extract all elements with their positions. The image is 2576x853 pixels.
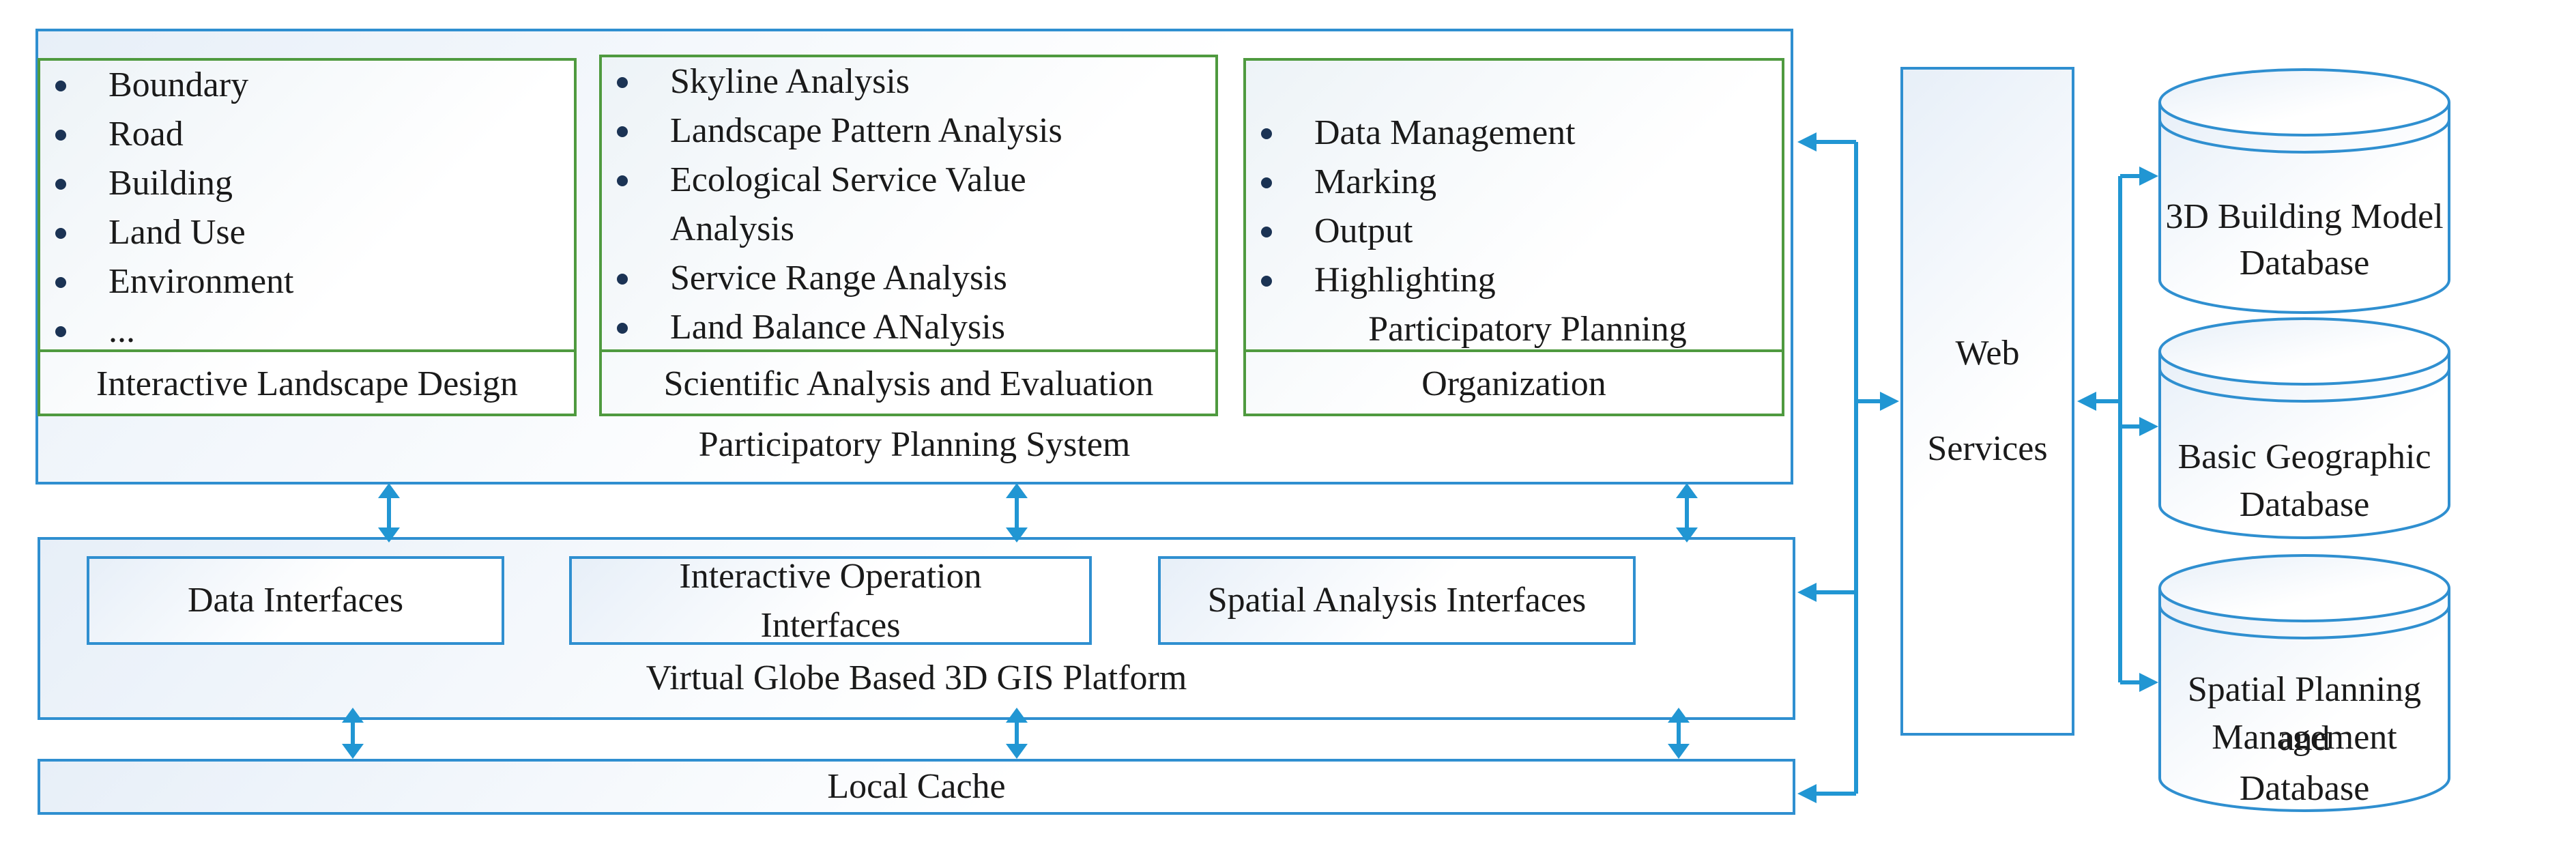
list-item: Land Balance ANalysis [602,303,1215,352]
planning-organization-label-line1: Participatory Planning [1368,310,1687,349]
interactive-operation-label-line2: Interfaces [760,606,901,645]
list-item: Highlighting [1246,256,1782,305]
scientific-analysis-panel: Skyline Analysis Landscape Pattern Analy… [599,55,1218,416]
database-spatial-planning-label-line3: Database [2239,769,2370,808]
planning-organization-list: Data Management Marking Output Highlight… [1246,109,1782,305]
list-item: Skyline Analysis [602,57,1215,106]
list-item: Data Management [1246,109,1782,158]
gis-platform-title: Virtual Globe Based 3D GIS Platform [646,659,1187,697]
local-cache: Local Cache [38,759,1795,815]
list-item: Output [1246,207,1782,256]
database-basic-geographic-label-line2: Database [2239,485,2370,524]
web-services-label-line2: Services [1927,429,2048,468]
list-item: Landscape Pattern Analysis [602,106,1215,156]
list-item: Marking [1246,158,1782,207]
list-item: Service Range Analysis [602,254,1215,303]
list-item: Environment [40,257,574,306]
planning-organization-label-line2: Organization [1246,349,1782,416]
database-spatial-planning-label-line2: Management [2212,718,2397,757]
list-item: Ecological Service Value Analysis [602,156,1215,254]
list-item: Boundary [40,61,574,110]
database-3d-building-model-label-line2: Database [2239,244,2370,283]
data-interfaces-box: Data Interfaces [87,556,504,645]
connector-arrowheads [342,132,2158,803]
database-3d-building-model [2158,68,2450,314]
database-basic-geographic-label-line1: Basic Geographic [2177,437,2431,476]
connector-lines [351,140,2139,796]
list-item: Building [40,159,574,208]
interactive-operation-label-line1: Interactive Operation [679,557,982,596]
participatory-planning-system-title: Participatory Planning System [698,425,1131,464]
database-spatial-planning [2158,554,2450,812]
data-interfaces-label: Data Interfaces [187,581,404,620]
local-cache-label: Local Cache [827,767,1006,806]
landscape-design-list: Boundary Road Building Land Use Environm… [40,61,574,356]
web-services-label-line1: Web [1955,334,2020,373]
scientific-analysis-label: Scientific Analysis and Evaluation [602,349,1215,416]
database-spatial-planning-label-line1: Spatial Planning and [2187,670,2422,758]
spatial-analysis-interfaces-box: Spatial Analysis Interfaces [1158,556,1636,645]
web-services: Web Services [1900,67,2074,736]
scientific-analysis-list: Skyline Analysis Landscape Pattern Analy… [602,57,1215,352]
interactive-operation-interfaces-box: Interactive Operation Interfaces [569,556,1092,645]
database-basic-geographic [2158,317,2450,539]
list-item: ... [40,306,574,356]
database-3d-building-model-label-line1: 3D Building Model [2165,197,2444,236]
spatial-analysis-interfaces-label: Spatial Analysis Interfaces [1207,581,1587,620]
interactive-landscape-design-label: Interactive Landscape Design [40,349,574,416]
list-item: Land Use [40,208,574,257]
planning-organization-panel: Data Management Marking Output Highlight… [1243,58,1784,416]
interactive-landscape-design-panel: Boundary Road Building Land Use Environm… [38,58,577,416]
list-item: Road [40,110,574,159]
